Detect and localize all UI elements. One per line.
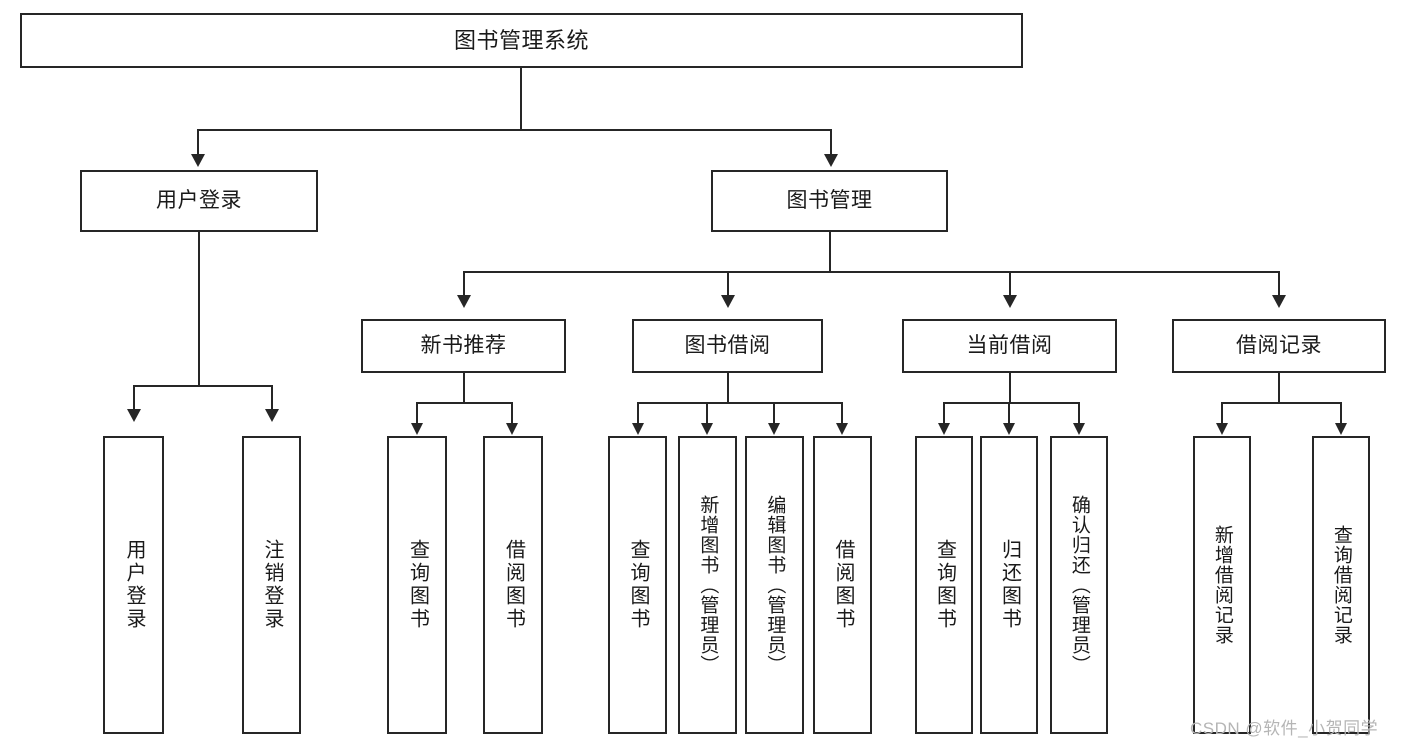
leaf-borrow-edit-book-admin[interactable]: 编辑图书（管理员） xyxy=(745,436,804,734)
connector-new-book-l2 xyxy=(511,402,513,424)
connector-borrow-record-l1 xyxy=(1221,402,1223,424)
arrow-book-mgmt-to-current xyxy=(1003,295,1017,308)
arrow-book-borrow-to-lend xyxy=(836,423,848,435)
arrow-current-borrow-to-confirm xyxy=(1073,423,1085,435)
leaf-record-add-record[interactable]: 新增借阅记录 xyxy=(1193,436,1251,734)
connector-book-mgmt-c2 xyxy=(727,271,729,296)
connector-book-borrow-l2 xyxy=(706,402,708,424)
connector-user-login-left xyxy=(133,385,135,410)
leaf-current-query-book[interactable]: 查询图书 xyxy=(915,436,973,734)
connector-new-book-l1 xyxy=(416,402,418,424)
arrow-book-borrow-to-query xyxy=(632,423,644,435)
arrow-book-mgmt-to-record xyxy=(1272,295,1286,308)
node-user-login[interactable]: 用户登录 xyxy=(80,170,318,232)
leaf-record-query-record[interactable]: 查询借阅记录 xyxy=(1312,436,1370,734)
arrow-borrow-record-to-query xyxy=(1335,423,1347,435)
connector-book-borrow-l3 xyxy=(773,402,775,424)
connector-borrow-record-bus xyxy=(1221,402,1341,404)
arrow-book-mgmt-to-new-book xyxy=(457,295,471,308)
leaf-borrow-add-book-admin[interactable]: 新增图书（管理员） xyxy=(678,436,737,734)
connector-book-mgmt-c1 xyxy=(463,271,465,296)
connector-book-borrow-l4 xyxy=(841,402,843,424)
arrow-new-book-to-query xyxy=(411,423,423,435)
connector-root-stem xyxy=(520,68,522,130)
leaf-user-logout[interactable]: 注销登录 xyxy=(242,436,301,734)
connector-root-bus xyxy=(197,129,832,131)
arrow-book-borrow-to-edit xyxy=(768,423,780,435)
arrow-borrow-record-to-add xyxy=(1216,423,1228,435)
arrow-user-login-to-login xyxy=(127,409,141,422)
leaf-borrow-query-book[interactable]: 查询图书 xyxy=(608,436,667,734)
watermark-text: CSDN @软件_小贺同学 xyxy=(1190,719,1379,738)
arrow-new-book-to-borrow xyxy=(506,423,518,435)
connector-current-borrow-l3 xyxy=(1078,402,1080,424)
connector-current-borrow-l1 xyxy=(943,402,945,424)
leaf-current-confirm-return-admin[interactable]: 确认归还（管理员） xyxy=(1050,436,1108,734)
leaf-borrow-lend-book[interactable]: 借阅图书 xyxy=(813,436,872,734)
arrow-book-mgmt-to-borrow xyxy=(721,295,735,308)
connector-new-book-bus xyxy=(416,402,512,404)
connector-root-to-user-login xyxy=(197,129,199,156)
arrow-root-to-user-login xyxy=(191,154,205,167)
node-current-borrow[interactable]: 当前借阅 xyxy=(902,319,1117,373)
arrow-root-to-book-mgmt xyxy=(824,154,838,167)
connector-new-book-stem xyxy=(463,373,465,403)
connector-current-borrow-stem xyxy=(1009,373,1011,403)
connector-book-borrow-stem xyxy=(727,373,729,403)
arrow-book-borrow-to-add xyxy=(701,423,713,435)
arrow-user-login-to-logout xyxy=(265,409,279,422)
node-new-book-recommend[interactable]: 新书推荐 xyxy=(361,319,566,373)
connector-borrow-record-l2 xyxy=(1340,402,1342,424)
node-root-library-system[interactable]: 图书管理系统 xyxy=(20,13,1023,68)
connector-current-borrow-l2 xyxy=(1008,402,1010,424)
leaf-recommend-borrow-book[interactable]: 借阅图书 xyxy=(483,436,543,734)
connector-borrow-record-stem xyxy=(1278,373,1280,403)
connector-user-login-bus xyxy=(133,385,272,387)
leaf-user-login[interactable]: 用户登录 xyxy=(103,436,164,734)
connector-user-login-stem xyxy=(198,232,200,386)
connector-book-mgmt-c4 xyxy=(1278,271,1280,296)
connector-book-borrow-bus xyxy=(637,402,843,404)
connector-root-to-book-mgmt xyxy=(830,129,832,156)
connector-current-borrow-bus xyxy=(943,402,1079,404)
node-book-management[interactable]: 图书管理 xyxy=(711,170,948,232)
connector-book-mgmt-c3 xyxy=(1009,271,1011,296)
connector-book-borrow-l1 xyxy=(637,402,639,424)
leaf-recommend-query-book[interactable]: 查询图书 xyxy=(387,436,447,734)
connector-user-login-right xyxy=(271,385,273,410)
connector-book-mgmt-stem xyxy=(829,232,831,272)
node-borrow-record[interactable]: 借阅记录 xyxy=(1172,319,1386,373)
connector-book-mgmt-bus xyxy=(463,271,1279,273)
leaf-current-return-book[interactable]: 归还图书 xyxy=(980,436,1038,734)
node-book-borrow[interactable]: 图书借阅 xyxy=(632,319,823,373)
arrow-current-borrow-to-return xyxy=(1003,423,1015,435)
arrow-current-borrow-to-query xyxy=(938,423,950,435)
